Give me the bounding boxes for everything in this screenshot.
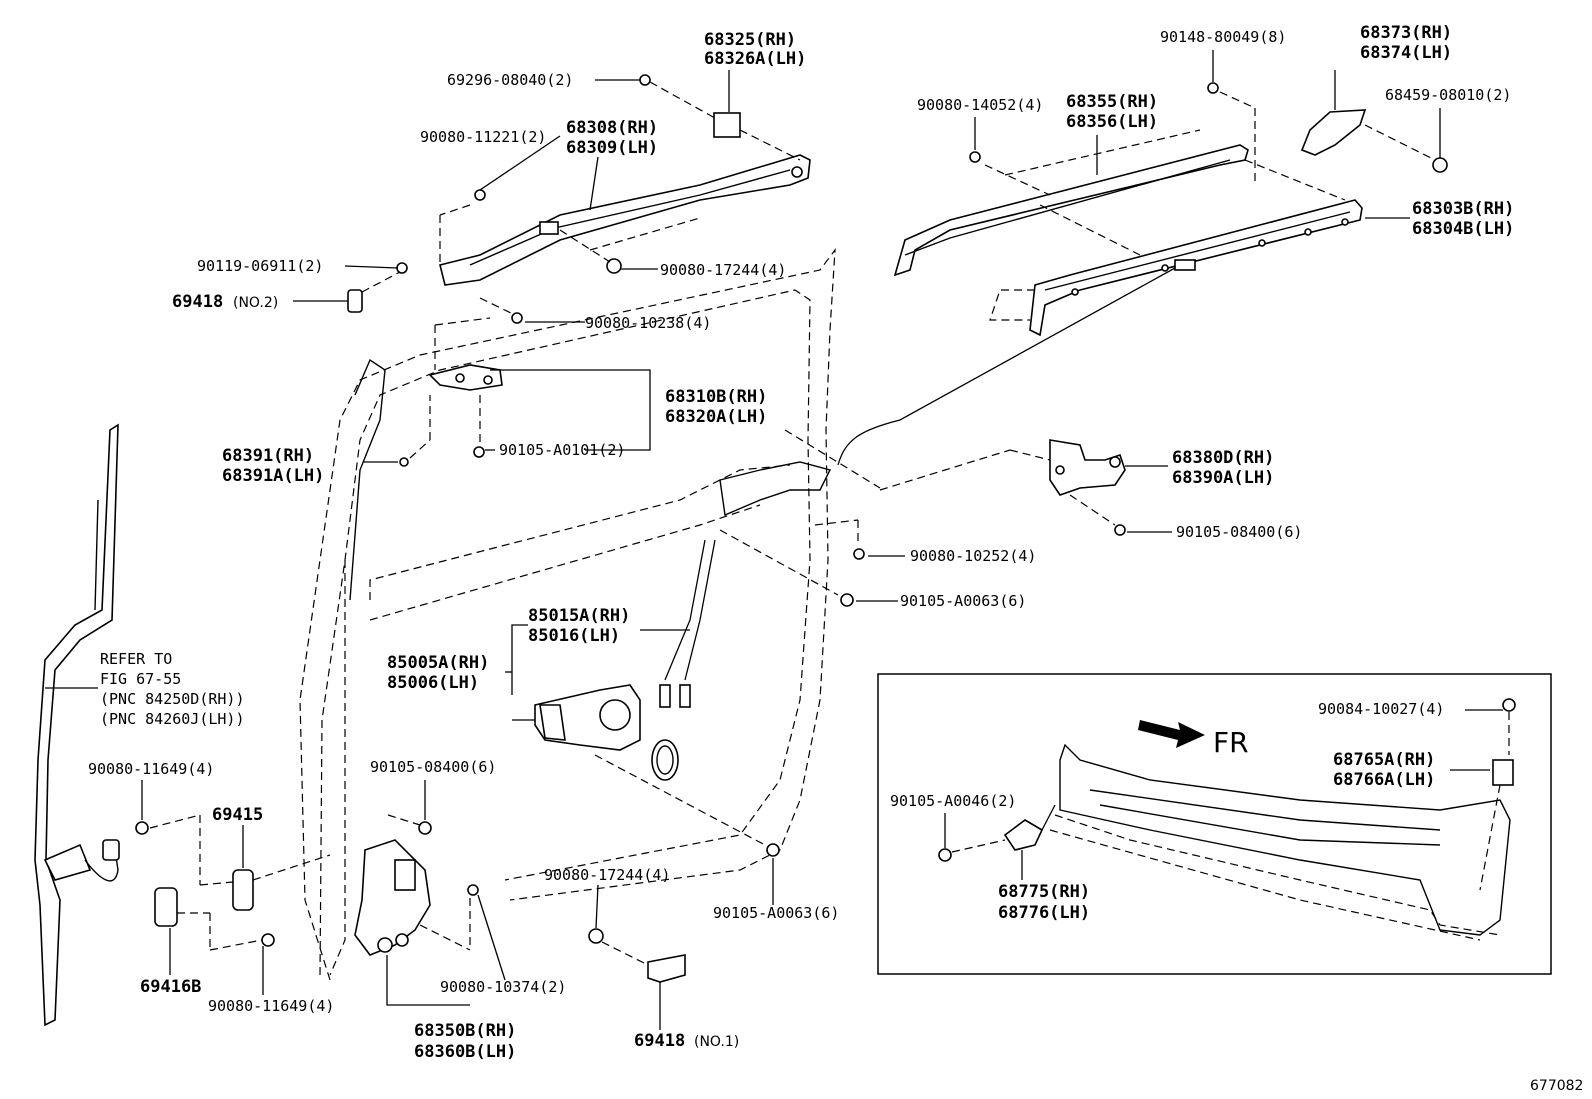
label-90080-11221: 90080-11221(2) [420, 128, 546, 146]
label-68325: 68325(RH) [704, 30, 796, 50]
label-90080-14052: 90080-14052(4) [917, 96, 1043, 114]
label-68459: 68459-08010(2) [1385, 86, 1511, 104]
closer-cables [651, 461, 832, 781]
labels: 69296-08040(2) 68325(RH) 68326A(LH) 9008… [88, 23, 1583, 1094]
sliding-door-outline [299, 248, 836, 981]
nut-17244-bottom [588, 928, 604, 944]
clip-68325 [713, 112, 741, 138]
label-85006: 85006(LH) [387, 673, 479, 693]
label-85005a: 85005A(RH) [387, 653, 489, 673]
label-68776: 68776(LH) [998, 903, 1090, 923]
label-90080-10238: 90080-10238(4) [585, 314, 711, 332]
upper-roller-bracket [428, 364, 503, 391]
label-68775: 68775(RH) [998, 882, 1090, 902]
small-clips [154, 112, 1448, 983]
clip-68775 [1003, 819, 1044, 851]
label-69418-no2: 69418 [172, 292, 223, 312]
refer-note-line1: REFER TO [100, 650, 172, 668]
label-68390a: 68390A(LH) [1172, 468, 1274, 488]
label-69418-no2-suffix: (NO.2) [233, 295, 278, 311]
label-69296: 69296-08040(2) [447, 71, 573, 89]
label-68308: 68308(RH) [566, 118, 658, 138]
label-68765a: 68765A(RH) [1333, 750, 1435, 770]
lower-roller-assembly [354, 839, 431, 956]
label-68326a: 68326A(LH) [704, 49, 806, 69]
front-arrow-icon [1138, 720, 1205, 748]
label-68310b: 68310B(RH) [665, 387, 767, 407]
label-90105-a0046: 90105-A0046(2) [890, 792, 1016, 810]
clip-69416b [154, 887, 178, 927]
label-90119: 90119-06911(2) [197, 257, 323, 275]
detail-inset [877, 673, 1552, 975]
clip-68765a [1492, 759, 1514, 786]
center-rail-lower [989, 199, 1363, 337]
clip-69418-no1 [647, 954, 686, 983]
label-90080-17244-top: 90080-17244(4) [660, 261, 786, 279]
weatherstrip [34, 423, 120, 1027]
label-69418-no1: 69418 [634, 1031, 685, 1051]
label-68320a: 68320A(LH) [665, 407, 767, 427]
label-90148: 90148-80049(8) [1160, 28, 1286, 46]
label-68380d: 68380D(RH) [1172, 448, 1274, 468]
clip-69415 [232, 869, 254, 911]
label-90105-a0101: 90105-A0101(2) [499, 441, 625, 459]
label-90084: 90084-10027(4) [1318, 700, 1444, 718]
label-68391: 68391(RH) [222, 446, 314, 466]
label-68303b: 68303B(RH) [1412, 199, 1514, 219]
label-68391a: 68391A(LH) [222, 466, 324, 486]
clip-69418-no2 [347, 289, 363, 313]
refer-note-line3: (PNC 84250D(RH)) [100, 690, 245, 708]
center-roller-assembly [1049, 439, 1126, 496]
label-90080-17244-bottom: 90080-17244(4) [544, 866, 670, 884]
screws [135, 74, 1219, 947]
label-85015a: 85015A(RH) [528, 606, 630, 626]
label-68360b: 68360B(LH) [414, 1042, 516, 1062]
label-69418-no1-suffix: (NO.1) [694, 1034, 739, 1050]
clip-68459 [1432, 157, 1448, 173]
label-68309: 68309(LH) [566, 138, 658, 158]
label-69416b: 69416B [140, 977, 201, 997]
label-90080-11649-a: 90080-11649(4) [88, 760, 214, 778]
label-68373: 68373(RH) [1360, 23, 1452, 43]
refer-note-line4: (PNC 84260J(LH)) [100, 710, 245, 728]
label-90080-11649-b: 90080-11649(4) [208, 997, 334, 1015]
rail-end-cover [1300, 109, 1367, 156]
label-90105-08400-right: 90105-08400(6) [1176, 523, 1302, 541]
label-90105-08400-left: 90105-08400(6) [370, 758, 496, 776]
nut-17244-top [606, 258, 622, 274]
upper-rail [439, 154, 811, 286]
figure-number: 677082 [1530, 1078, 1583, 1094]
door-motor [534, 684, 641, 751]
label-68356: 68356(LH) [1066, 112, 1158, 132]
label-68350b: 68350B(RH) [414, 1021, 516, 1041]
label-90105-a0063-bottom: 90105-A0063(6) [713, 904, 839, 922]
label-68766a: 68766A(LH) [1333, 770, 1435, 790]
label-90105-a0063-right: 90105-A0063(6) [900, 592, 1026, 610]
label-fr: FR [1213, 726, 1249, 759]
label-68304b: 68304B(LH) [1412, 219, 1514, 239]
leader-lines [141, 50, 1441, 1030]
label-68374: 68374(LH) [1360, 43, 1452, 63]
label-68355: 68355(RH) [1066, 92, 1158, 112]
door-cable [837, 259, 1196, 466]
refer-note-line2: FIG 67-55 [100, 670, 181, 688]
label-85016: 85016(LH) [528, 626, 620, 646]
label-90080-10374: 90080-10374(2) [440, 978, 566, 996]
label-90080-10252: 90080-10252(4) [910, 547, 1036, 565]
label-69415: 69415 [212, 805, 263, 825]
